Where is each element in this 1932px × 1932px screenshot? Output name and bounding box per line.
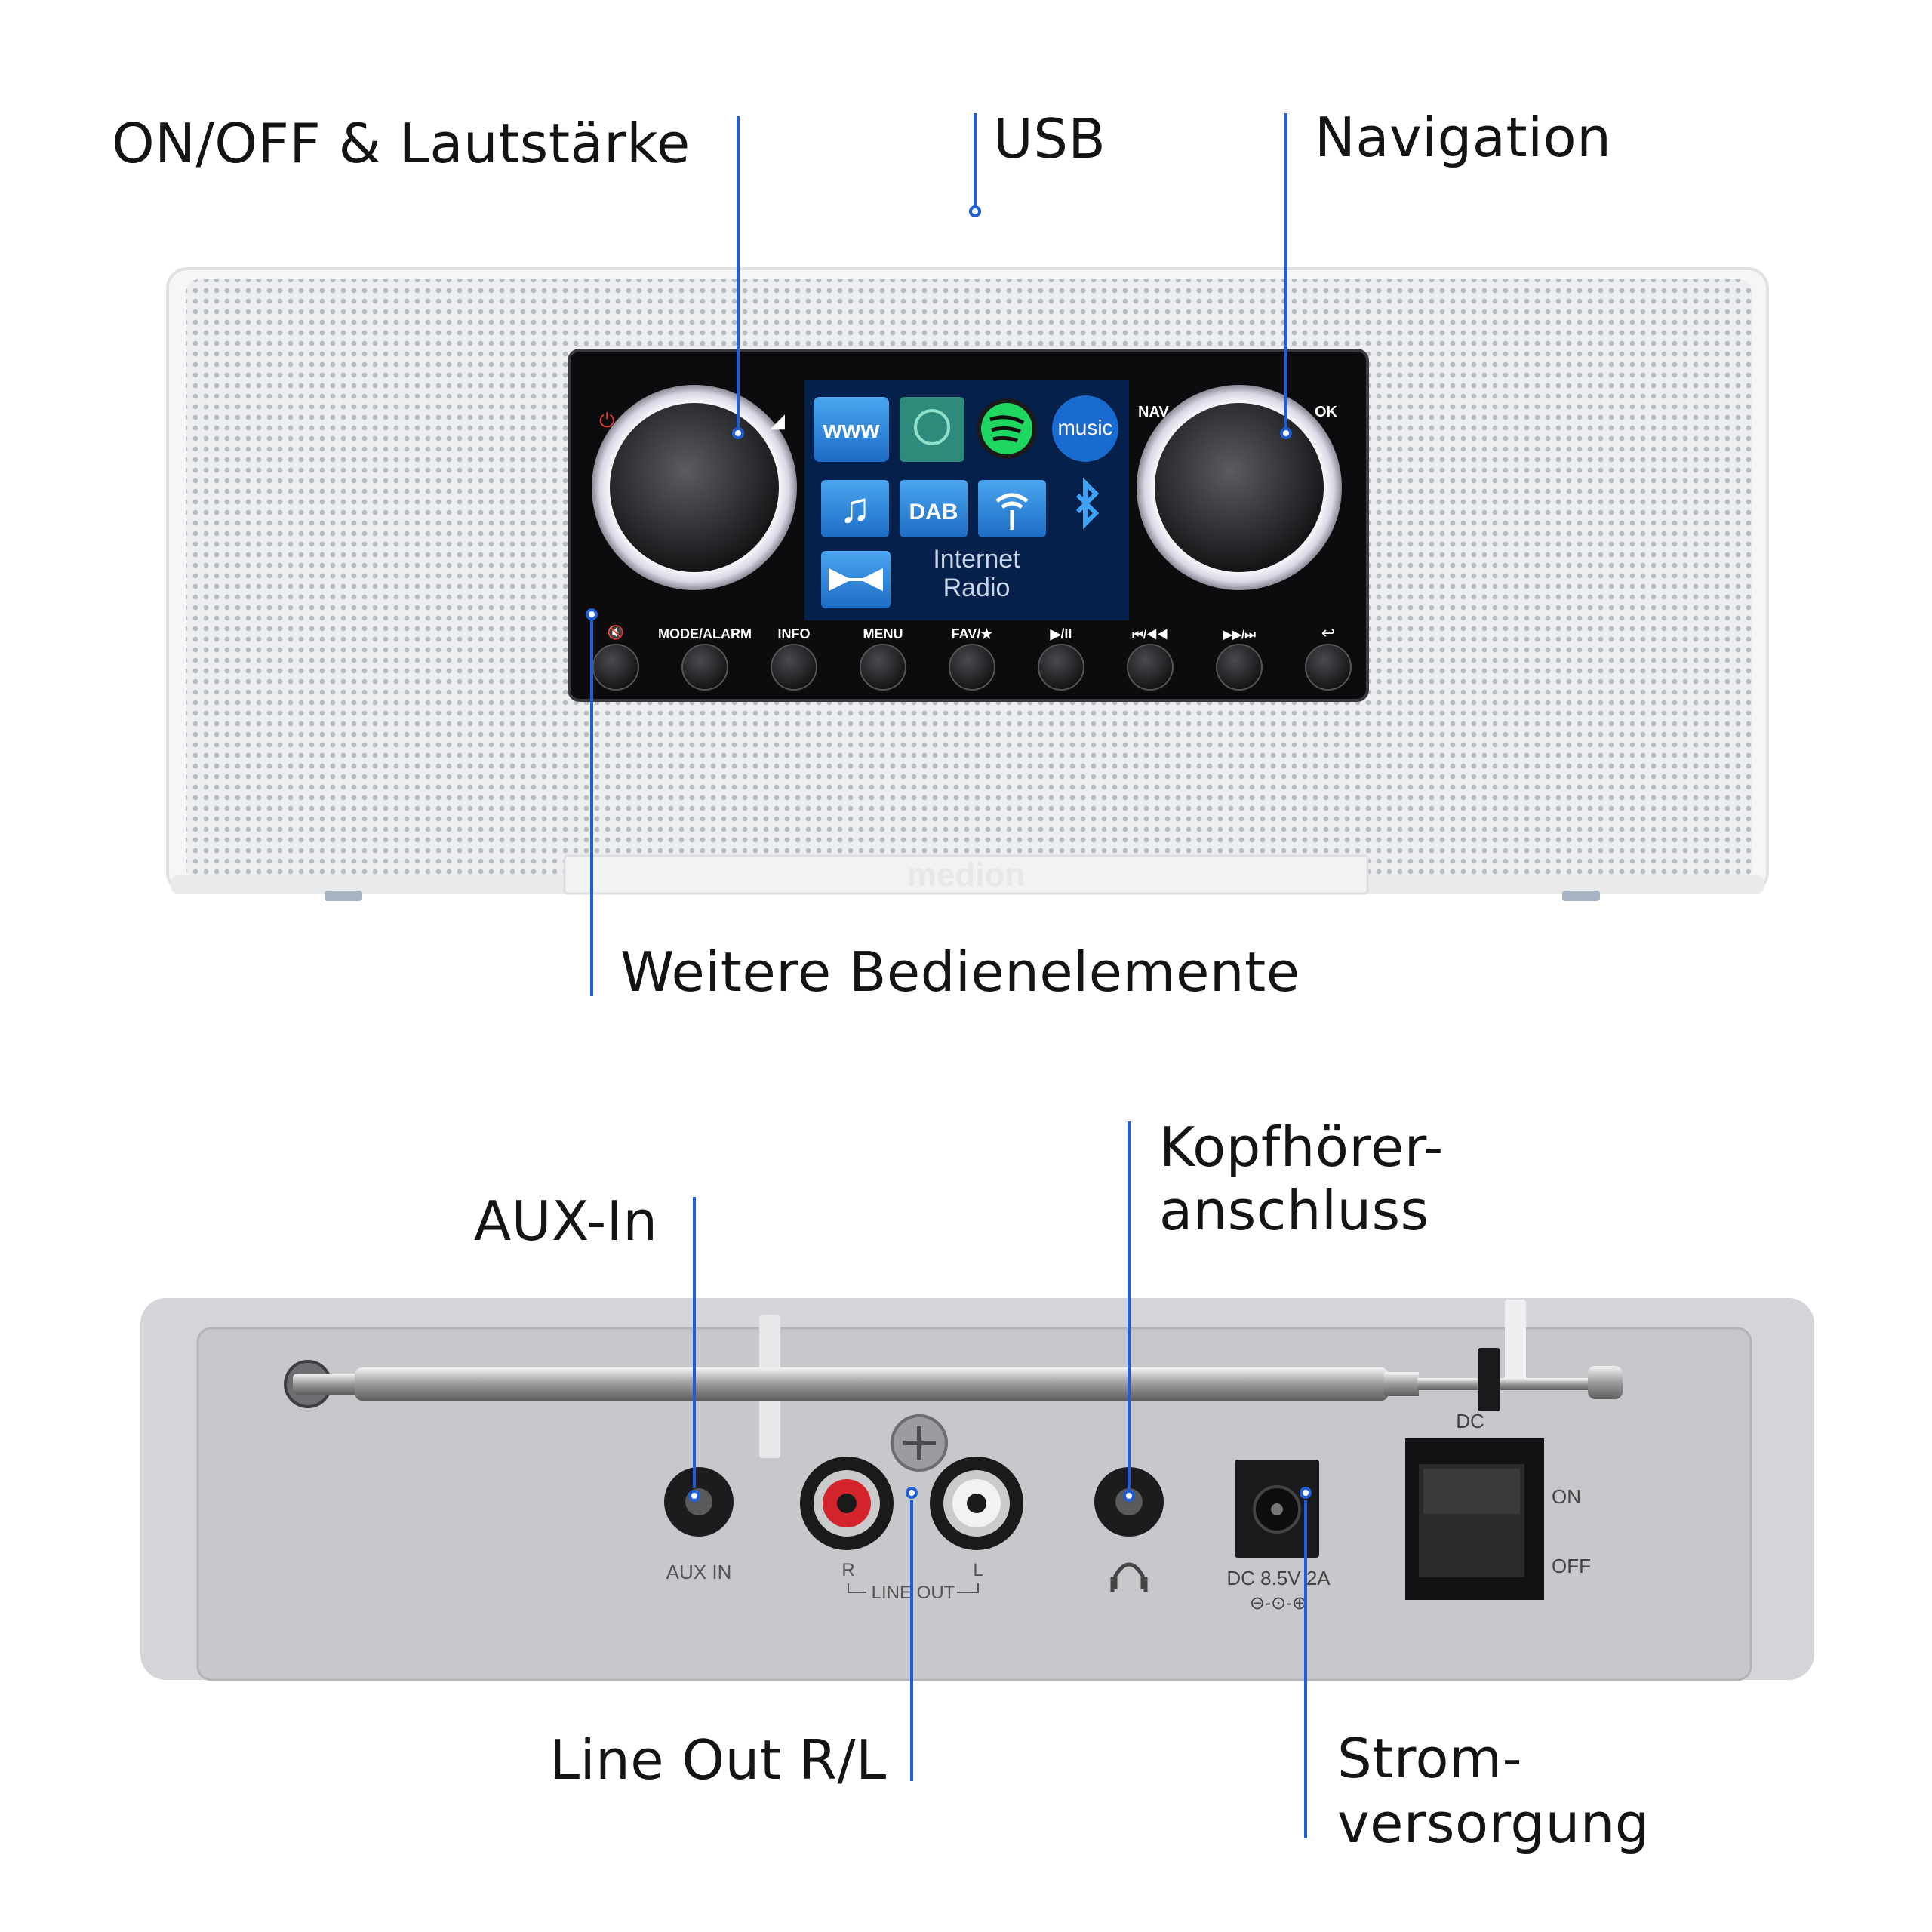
headphone-jack[interactable]	[1094, 1467, 1164, 1537]
callout-line-out: Line Out R/L	[549, 1728, 887, 1792]
headphones-icon	[1110, 1562, 1148, 1592]
line-out-l-jack[interactable]	[930, 1457, 1023, 1550]
bluetooth-icon	[1075, 477, 1100, 530]
back-icon: ↩	[1321, 623, 1335, 642]
info-label: INFO	[778, 626, 811, 641]
lead-aux-in	[693, 1197, 696, 1488]
menu-label: MENU	[863, 626, 903, 641]
selected-mode-line1: Internet	[933, 545, 1020, 574]
tile-podcast[interactable]	[900, 397, 964, 462]
line-out-r-label: R	[841, 1560, 854, 1580]
fav-label: FAV/★	[952, 626, 994, 641]
ok-label: OK	[1315, 404, 1338, 420]
display-screen: www music ♫ DAB Internet Radio	[804, 380, 1129, 620]
callout-power-line1: Strom-	[1337, 1727, 1523, 1790]
lead-headphones	[1128, 1121, 1131, 1490]
callout-usb: USB	[993, 107, 1106, 171]
dot-aux-in	[688, 1490, 700, 1502]
callout-more-controls: Weitere Bedienelemente	[620, 940, 1300, 1004]
back-button[interactable]	[1305, 644, 1352, 691]
podcast-icon	[914, 409, 950, 445]
radio-back-view: AUX IN R L LINE OUT DC 8.	[140, 1298, 1814, 1681]
play-pause-label: ▶/II	[1050, 626, 1072, 641]
dot-navigation	[1280, 427, 1292, 439]
dot-line-out	[906, 1487, 918, 1499]
callout-power-line2: versorgung	[1337, 1792, 1651, 1855]
tile-amazon-music[interactable]	[1052, 395, 1118, 462]
menu-button[interactable]	[860, 644, 906, 691]
button-row: 🔇 MODE/ALARM INFO MENU FAV/★ ▶/II ⏮/◀◀ ▶…	[592, 623, 1352, 691]
music-note-icon: ♫	[839, 484, 871, 531]
dot-more-controls	[586, 608, 598, 620]
aux-icon	[829, 568, 883, 592]
line-out-label: LINE OUT	[872, 1583, 955, 1603]
lead-more-controls	[590, 613, 593, 996]
brand-logo: medion	[907, 857, 1025, 894]
info-button[interactable]	[771, 644, 817, 691]
mode-alarm-label: MODE/ALARM	[658, 626, 752, 641]
dot-headphones	[1123, 1490, 1135, 1502]
lead-power-volume	[737, 116, 740, 433]
selected-mode-line2: Radio	[943, 574, 1011, 602]
dot-power-supply	[1300, 1487, 1312, 1499]
aux-in-jack[interactable]	[664, 1467, 734, 1537]
prev-label: ⏮/◀◀	[1132, 629, 1168, 641]
fm-antenna-icon	[995, 493, 1029, 530]
line-out-bracket	[848, 1583, 979, 1593]
mode-alarm-button[interactable]	[681, 644, 728, 691]
tile-internet-radio[interactable]	[814, 397, 889, 462]
line-out-r-jack[interactable]	[800, 1457, 894, 1550]
dab-label: DAB	[909, 500, 958, 525]
dc-rating-label: DC 8.5V 2A	[1226, 1567, 1331, 1589]
dc-power-jack[interactable]	[1235, 1460, 1319, 1558]
volume-knob[interactable]	[592, 385, 797, 590]
switch-off-label: OFF	[1552, 1555, 1591, 1577]
callout-headphones-line2: anschluss	[1159, 1179, 1429, 1242]
tile-fm[interactable]	[978, 480, 1046, 537]
prev-button[interactable]	[1127, 644, 1174, 691]
lead-power-supply	[1304, 1500, 1307, 1838]
power-icon: ⏻	[599, 409, 615, 432]
nav-label: NAV	[1138, 404, 1169, 420]
next-button[interactable]	[1216, 644, 1263, 691]
switch-dc-label: DC	[1456, 1410, 1484, 1432]
callout-aux-in: AUX-In	[474, 1189, 658, 1253]
play-pause-button[interactable]	[1038, 644, 1084, 691]
dc-polarity-icon: ⊖-⊙-⊕	[1250, 1593, 1307, 1614]
next-label: ▶▶/⏭	[1222, 629, 1256, 641]
lead-line-out	[910, 1500, 913, 1781]
control-panel: ⏻ ◢ NAV OK www music ♫ DAB	[568, 349, 1369, 702]
lead-usb	[974, 113, 977, 207]
dot-usb	[969, 205, 981, 217]
power-switch[interactable]	[1405, 1438, 1544, 1600]
switch-on-label: ON	[1552, 1485, 1581, 1508]
callout-power-volume: ON/OFF & Lautstärke	[112, 112, 691, 175]
mute-icon: 🔇	[608, 624, 624, 640]
dot-power-volume	[732, 427, 744, 439]
line-out-l-label: L	[973, 1560, 983, 1580]
fav-button[interactable]	[949, 644, 995, 691]
amazon-music-label: music	[1057, 416, 1112, 439]
lead-navigation	[1284, 113, 1287, 430]
tile-www-label: www	[823, 416, 880, 443]
aux-in-label: AUX IN	[666, 1561, 732, 1583]
callout-navigation: Navigation	[1315, 106, 1612, 169]
callout-headphones-line1: Kopfhörer-	[1159, 1115, 1444, 1179]
tile-music-player[interactable]	[821, 480, 889, 537]
mute-button[interactable]	[592, 644, 639, 691]
volume-mark-icon: ◢	[770, 409, 785, 432]
tile-dab[interactable]	[900, 480, 968, 537]
